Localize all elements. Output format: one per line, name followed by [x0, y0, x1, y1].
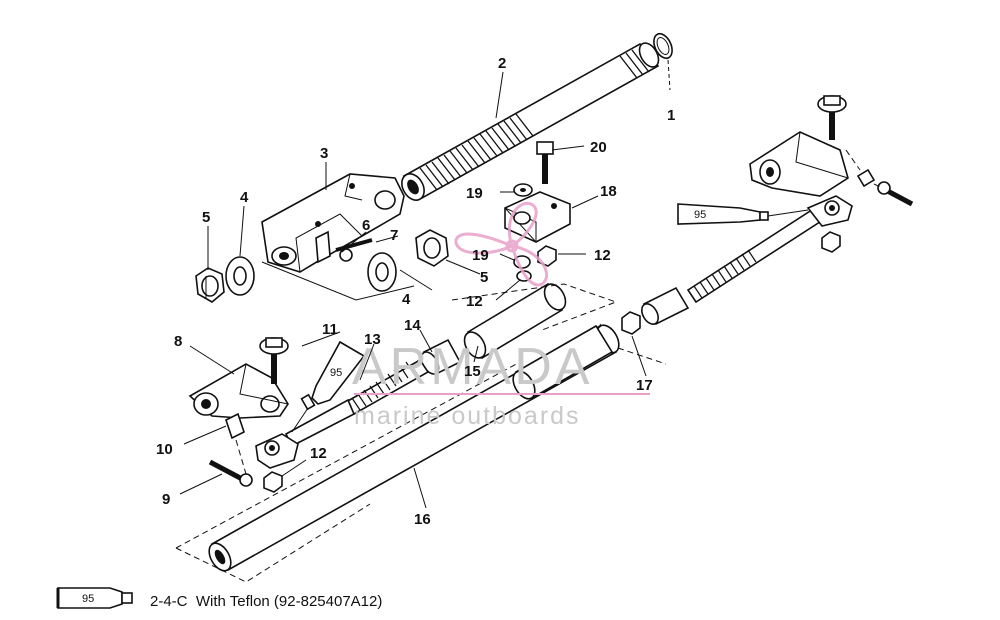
part-16-sleeve-upper [512, 324, 614, 400]
left-rod-end [255, 433, 299, 469]
callout-18: 18 [600, 183, 617, 200]
callout-1: 1 [667, 107, 675, 124]
watermark-brand: ARMADA [352, 338, 592, 396]
callout-9: 9 [162, 491, 170, 508]
callout-20: 20 [590, 139, 607, 156]
legend-grease-tube-icon [56, 587, 133, 609]
callout-6: 6 [362, 217, 370, 234]
part-2-threaded-tube [401, 42, 660, 201]
callout-17: 17 [636, 377, 653, 394]
callout-3: 3 [320, 145, 328, 162]
callout-12-middle: 12 [466, 293, 483, 310]
part-5-nut-right [415, 229, 449, 267]
callout-19-lower: 19 [472, 247, 489, 264]
right-bracket [749, 131, 849, 197]
legend-tube-label: 95 [82, 593, 94, 605]
part-20-bolt [536, 141, 554, 184]
callout-5-right: 5 [480, 269, 488, 286]
right-nut-12 [821, 231, 841, 253]
legend-text: 2-4-C With Teflon (92-825407A12) [150, 593, 382, 610]
right-spacer [641, 286, 690, 326]
callout-15: 15 [464, 363, 481, 380]
part-4-washer-left [225, 256, 255, 296]
callout-12-right: 12 [594, 247, 611, 264]
legend: 95 2-4-C With Teflon (92-825407A12) [56, 587, 382, 610]
grease-tube-right [677, 203, 809, 225]
part-19-washer-upper [513, 183, 533, 197]
callout-4-right: 4 [402, 291, 411, 308]
part-4-washer-right [367, 252, 397, 292]
part-10-lock-plate [225, 412, 245, 440]
callout-16: 16 [414, 511, 431, 528]
callout-8: 8 [174, 333, 182, 350]
callout-5-left: 5 [202, 209, 210, 226]
right-screw [856, 168, 914, 207]
part-11-bolt [259, 337, 289, 384]
callouts: 1 2 3 4 4 5 5 6 7 8 9 10 11 12 12 12 13 … [156, 55, 675, 528]
part-5-nut-left [195, 267, 225, 303]
armada-watermark: ARMADA marine outboards [352, 202, 650, 430]
callout-7: 7 [390, 227, 398, 244]
callout-4-left: 4 [240, 189, 249, 206]
callout-2: 2 [498, 55, 506, 72]
callout-14: 14 [404, 317, 421, 334]
part-12-nut-lower [263, 471, 283, 493]
propeller-logo [454, 202, 549, 287]
callout-19-upper: 19 [466, 185, 483, 202]
right-rod-end [806, 195, 853, 227]
part-6-lock-plate [315, 230, 331, 264]
grease-tube-left [291, 340, 366, 433]
part-9-screw [208, 459, 253, 487]
watermark-tagline: marine outboards [354, 402, 581, 430]
part-17-nut [621, 311, 641, 335]
right-bracket-bolt [817, 95, 847, 140]
callout-11: 11 [322, 321, 338, 338]
part-3-bracket [261, 173, 405, 273]
part-8-bracket [188, 363, 289, 419]
leader-lines [179, 71, 647, 509]
callout-10: 10 [156, 441, 173, 458]
callout-13: 13 [364, 331, 381, 348]
grease-tube-right-label: 95 [694, 209, 706, 221]
callout-12-lower: 12 [310, 445, 327, 462]
part-18-block [504, 191, 571, 244]
grease-tube-left-label: 95 [330, 367, 342, 379]
